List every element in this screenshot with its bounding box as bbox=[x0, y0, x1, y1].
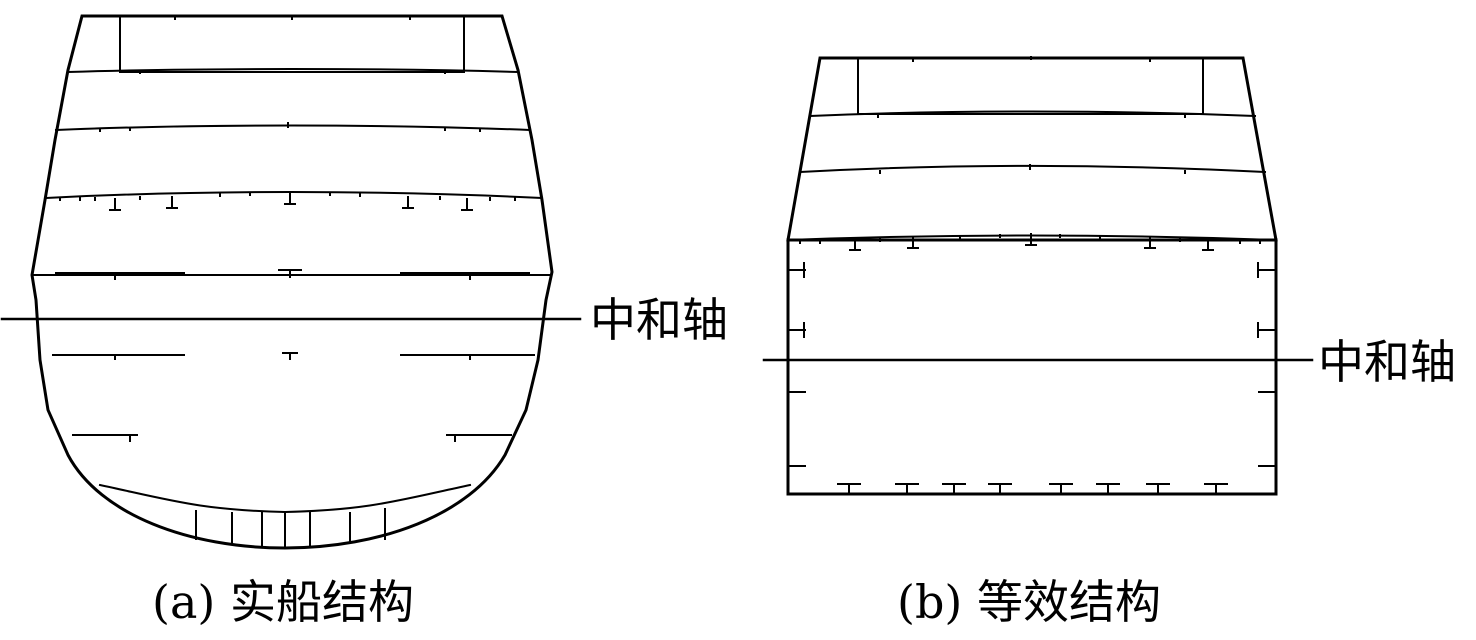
deck-1-b bbox=[808, 110, 1257, 118]
inner-bottom-a bbox=[98, 483, 472, 514]
deck-2-b bbox=[798, 165, 1267, 174]
panel-a-real-ship-section: 中和轴 (a) 实船结构 bbox=[0, 14, 728, 629]
neutral-axis-label-a: 中和轴 bbox=[590, 293, 728, 347]
stiffeners-b bbox=[788, 56, 1276, 494]
deck-3-a bbox=[44, 191, 544, 200]
upper-box-a bbox=[119, 15, 465, 73]
upper-box-b bbox=[857, 57, 1204, 115]
caption-a: (a) 实船结构 bbox=[152, 575, 414, 629]
stiffeners-a bbox=[52, 16, 535, 548]
panel-b-equivalent-structure: 中和轴 (b) 等效结构 bbox=[762, 56, 1456, 629]
caption-b: (b) 等效结构 bbox=[897, 575, 1161, 629]
hull-outline-a bbox=[30, 14, 554, 550]
neutral-axis-label-b: 中和轴 bbox=[1318, 335, 1456, 389]
lower-box-b bbox=[786, 238, 1278, 496]
deck-2-a bbox=[54, 124, 532, 132]
deck-1-a bbox=[66, 68, 520, 74]
